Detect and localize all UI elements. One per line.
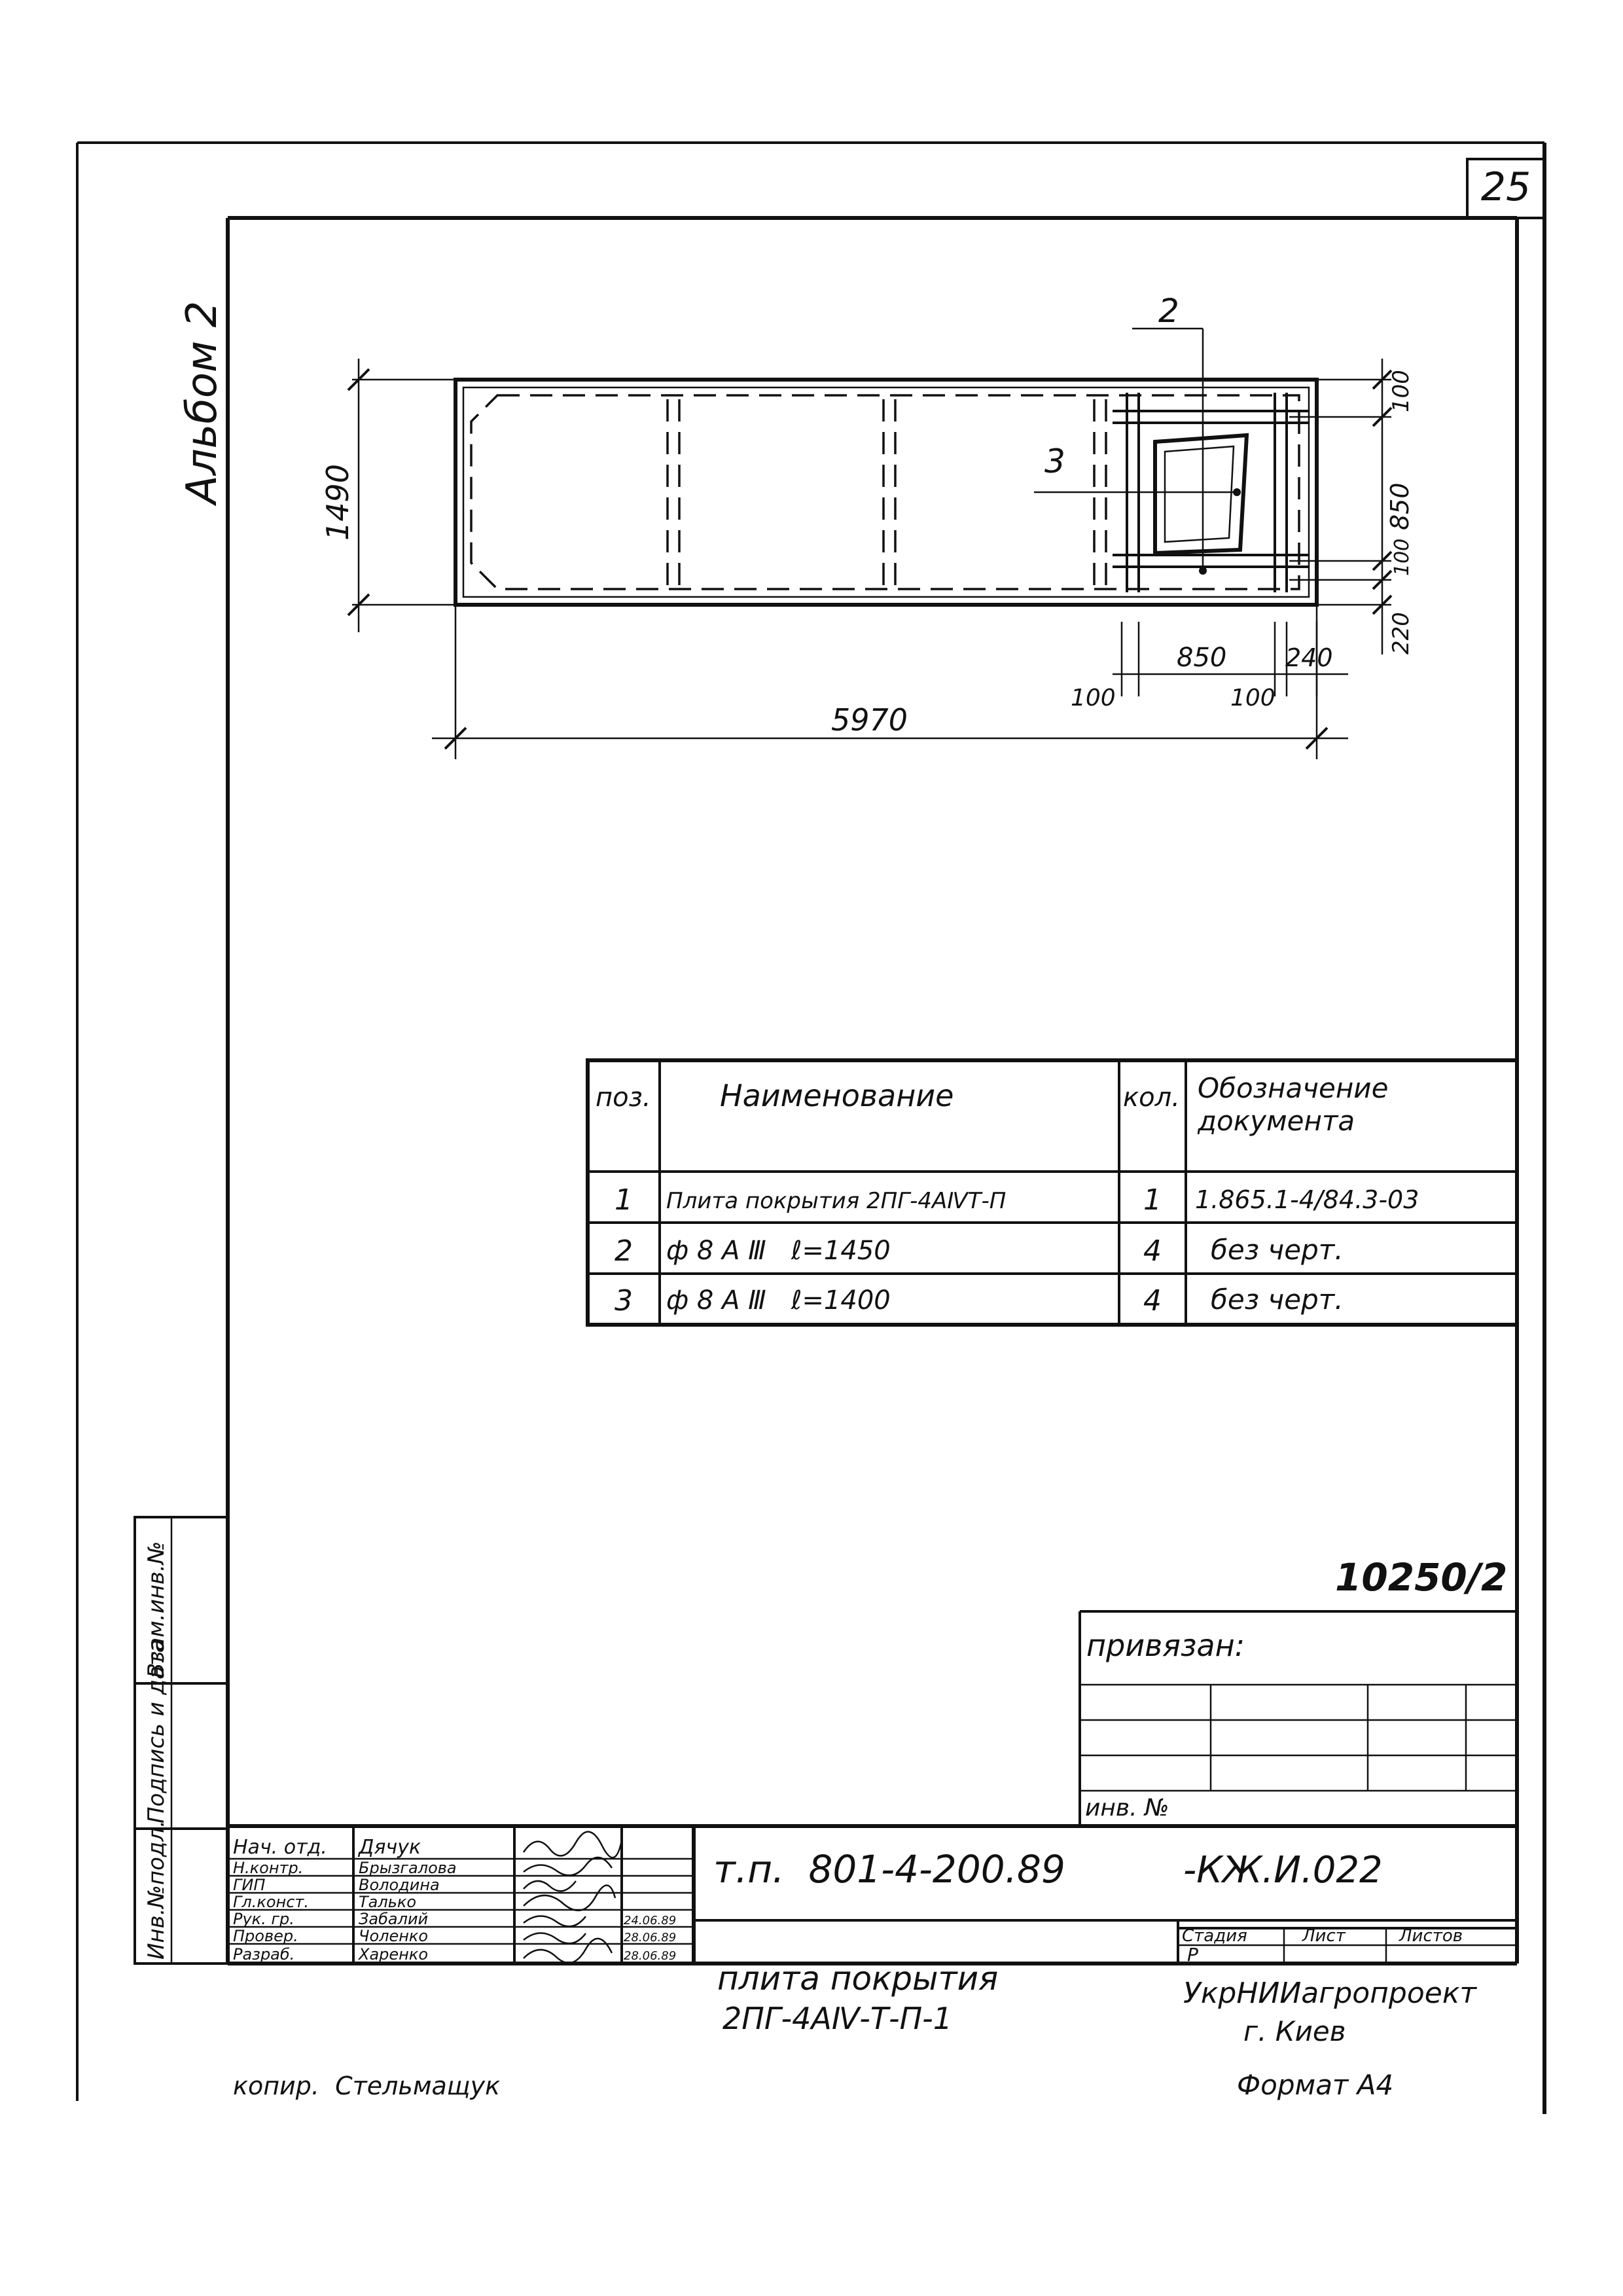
spec-row-3-qty: 4 [1143,1284,1162,1318]
signatures [522,1831,623,1964]
role-label: Гл.конст. [233,1893,309,1911]
dim-right-850: 850 [1385,482,1414,530]
project-code: т.п. 801-4-200.89 [713,1847,1065,1892]
dim-bottom-850: 850 [1177,643,1226,673]
drawing-title-2: 2ПГ-4АⅣ-Т-П-1 [722,2001,952,2036]
archive-number: 10250/2 [1335,1555,1507,1600]
role-name: Дячук [357,1836,421,1859]
spec-row-1-name: Плита покрытия 2ПГ-4АⅣТ-П [666,1188,1006,1214]
spec-row-3-name: ф 8 А Ⅲ ℓ=1400 [666,1285,891,1316]
role-date: 28.06.89 [624,1949,676,1963]
role-name: Харенко [357,1945,428,1964]
opening-reinforcement [1113,393,1309,592]
sheets-label: Листов [1399,1926,1463,1946]
role-name: Брызгалова [359,1859,457,1877]
format-label: Формат А4 [1237,2069,1393,2101]
callout-2: 2 [1158,292,1179,330]
spec-row-3-doc: без черт. [1211,1283,1344,1316]
spec-header-pos: поз. [596,1083,651,1113]
spec-row: 3 ф 8 А Ⅲ ℓ=1400 4 без черт. [615,1283,1344,1318]
dim-width-1490: 1490 [320,464,355,541]
dim-right-100: 100 [1388,370,1414,412]
city: г. Киев [1243,2015,1346,2047]
role-label: Рук. гр. [233,1910,294,1928]
stage-value: Р [1187,1944,1198,1965]
dim-right-220: 220 [1388,612,1414,655]
callout-3: 3 [1044,442,1065,480]
spec-header-name: Наименование [720,1078,954,1113]
role-label: Провер. [233,1927,298,1945]
list-item: ГИП Володина [233,1876,440,1894]
role-name: Забалий [359,1910,428,1928]
spec-header-qty: кол. [1123,1083,1180,1113]
side-podpis-data: Подпись и дата [143,1639,169,1823]
list-item: Провер. Чоленко 28.06.89 [233,1927,676,1945]
plate-outline [454,378,1319,607]
spec-row-3-pos: 3 [615,1284,633,1318]
role-label: Разраб. [233,1945,294,1964]
spec-table [586,1058,1519,1327]
spec-row-1-qty: 1 [1143,1183,1162,1217]
role-label: ГИП [233,1876,265,1894]
spec-row-1-doc: 1.865.1-4/84.3-03 [1195,1185,1419,1214]
dim-right-100b: 100 [1391,539,1414,576]
role-label: Н.контр. [233,1859,303,1877]
role-date: 28.06.89 [624,1931,676,1945]
page-number: 25 [1481,164,1531,210]
sheet-label: Лист [1302,1926,1346,1946]
rib-contour [470,394,1300,590]
stage-label: Стадия [1182,1926,1247,1946]
list-item: Нач. отд. Дячук [233,1836,421,1859]
dim-bottom-240: 240 [1285,643,1333,672]
inv-no-label: инв. № [1085,1795,1169,1821]
list-item: Рук. гр. Забалий 24.06.89 [233,1910,676,1928]
role-name: Володина [359,1876,440,1894]
privyazan-label: привязан: [1086,1628,1245,1663]
dim-bottom-100a: 100 [1071,685,1116,711]
page-number-box [1466,158,1546,219]
role-label: Нач. отд. [233,1836,327,1859]
spec-row-2-name: ф 8 А Ⅲ ℓ=1450 [666,1236,891,1266]
organization: УкрНИИагропроект [1183,1977,1477,2010]
dim-length-5970: 5970 [831,702,908,738]
spec-row-1-pos: 1 [615,1183,633,1217]
album-label: Альбом 2 [178,301,226,507]
side-inv-podl: Инв.№подл. [143,1820,169,1960]
opening [1153,433,1249,556]
copied-by: копир. Стельмащук [233,2072,500,2100]
role-name: Талько [359,1893,416,1911]
list-item: Н.контр. Брызгалова [233,1859,457,1877]
spec-row-2-qty: 4 [1143,1234,1162,1268]
dimensions: 1490 5970 100 850 100 220 100 850 100 2 [320,359,1414,759]
role-name: Чоленко [359,1927,428,1945]
binding-block [1079,1610,1517,1826]
spec-row-2-doc: без черт. [1211,1234,1344,1266]
dim-bottom-100b: 100 [1230,685,1275,711]
spec-row: 2 ф 8 А Ⅲ ℓ=1450 4 без черт. [615,1234,1344,1268]
drawing-title-1: плита покрытия [717,1960,998,1998]
role-date: 24.06.89 [624,1914,676,1928]
side-stamp [134,1516,229,1965]
plate-plan: 2 3 [454,292,1319,607]
spec-header-doc: Обозначение документа [1198,1072,1389,1137]
list-item: Гл.конст. Талько [233,1893,416,1911]
list-item: Разраб. Харенко 28.06.89 [233,1945,676,1964]
spec-row-2-pos: 2 [615,1234,633,1268]
title-block [228,1824,1517,1965]
side-vzam-inv: Взам.инв.№ [143,1541,169,1678]
sheet-code: -КЖ.И.022 [1183,1849,1383,1892]
spec-row: 1 Плита покрытия 2ПГ-4АⅣТ-П 1 1.865.1-4/… [615,1183,1419,1217]
